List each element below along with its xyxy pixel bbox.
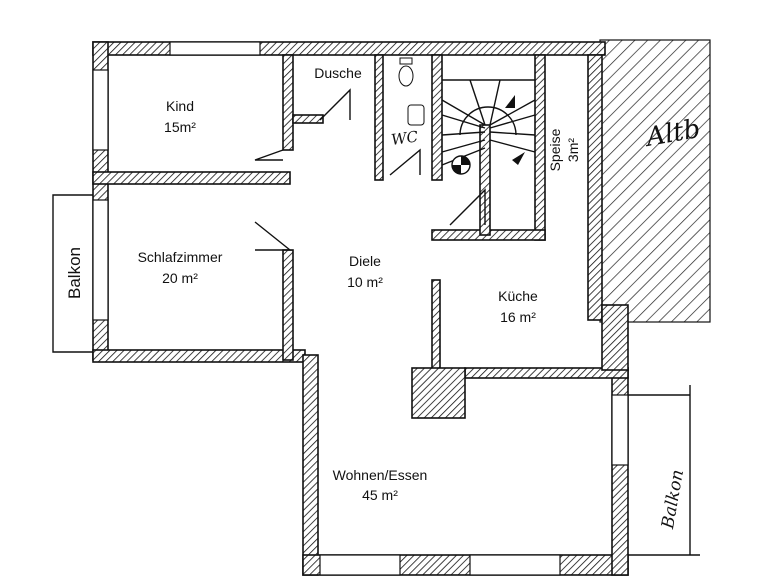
balkon-left-outline: [52, 194, 93, 353]
room-area-speise: 3m²: [565, 138, 581, 162]
room-name-balkon-right: Balkon: [658, 468, 688, 531]
room-name-diele: Diele: [349, 253, 381, 269]
room-area-kueche: 16 m²: [500, 309, 536, 325]
room-area-kind: 15m²: [164, 119, 196, 135]
room-name-balkon-left: Balkon: [65, 247, 84, 299]
room-name-kind: Kind: [166, 98, 194, 114]
room-area-wohnen: 45 m²: [362, 487, 398, 503]
room-name-kueche: Küche: [498, 288, 538, 304]
door-swings: [254, 88, 486, 251]
room-area-schlafzimmer: 20 m²: [162, 270, 198, 286]
room-area-diele: 10 m²: [347, 274, 383, 290]
windows: [92, 41, 629, 576]
room-name-wohnen: Wohnen/Essen: [333, 467, 428, 483]
room-name-speise: Speise: [547, 128, 563, 171]
altbau-area: [599, 39, 711, 323]
balkon-right-outline: [628, 385, 700, 556]
room-name-wc: WC: [390, 127, 420, 149]
staircase: [441, 79, 536, 175]
room-name-dusche: Dusche: [314, 65, 362, 81]
wc-fixtures: [398, 57, 425, 126]
room-name-schlafzimmer: Schlafzimmer: [138, 249, 223, 265]
